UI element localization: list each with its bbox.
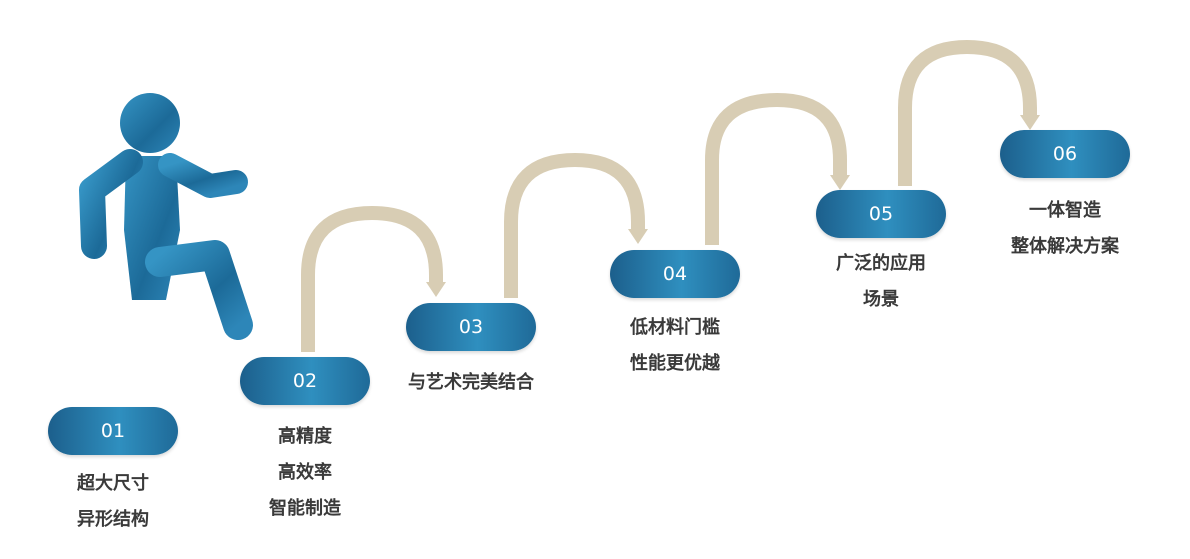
step-01-badge: 01 [48,407,178,455]
step-06-line: 整体解决方案 [1011,236,1119,257]
curved-arrow-icon [898,39,1037,186]
step-05-line: 广泛的应用 [836,253,926,274]
step-03-label: 与艺术完美结合 [371,365,571,401]
curved-arrow-icon [504,152,645,298]
step-05-line: 场景 [863,289,899,310]
step-02-badge: 02 [240,357,370,405]
step-02-label: 高精度 高效率 智能制造 [205,419,405,527]
climbing-person-icon [79,93,253,421]
step-04-badge: 04 [610,250,740,298]
step-05-badge: 05 [816,190,946,238]
step-06-badge: 06 [1000,130,1130,178]
step-03-line: 与艺术完美结合 [408,372,534,393]
step-03-badge: 03 [406,303,536,351]
curved-arrow-icon [301,205,443,352]
step-02-line: 智能制造 [269,498,341,519]
step-01-line: 异形结构 [77,509,149,530]
arrow-head-icon [628,229,648,244]
step-04-line: 性能更优越 [630,353,720,374]
step-01-line: 超大尺寸 [77,473,149,494]
curved-arrow-icon [705,92,847,245]
step-06-line: 一体智造 [1029,200,1101,221]
step-04-label: 低材料门槛 性能更优越 [575,310,775,382]
step-01-label: 超大尺寸 异形结构 [13,466,213,538]
arrow-head-icon [1020,115,1040,130]
step-02-line: 高效率 [278,462,332,483]
step-06-label: 一体智造 整体解决方案 [965,193,1165,265]
step-04-line: 低材料门槛 [630,317,720,338]
step-05-label: 广泛的应用 场景 [781,246,981,318]
arrow-head-icon [830,175,850,190]
step-02-line: 高精度 [278,426,332,447]
arrow-head-icon [426,282,446,297]
